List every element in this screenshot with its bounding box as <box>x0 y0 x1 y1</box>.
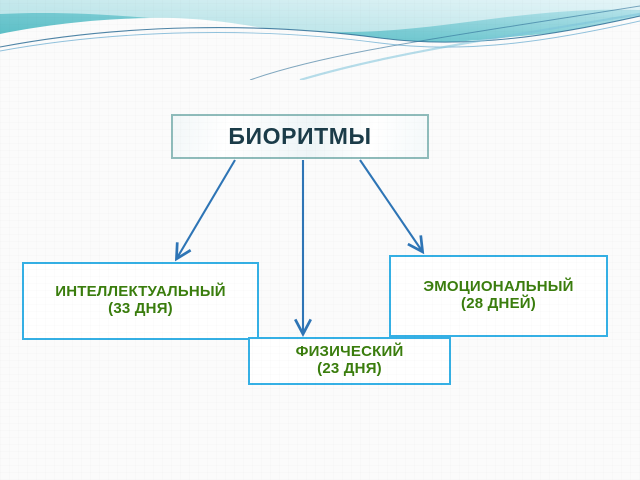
node-emotional[interactable]: ЭМОЦИОНАЛЬНЫЙ (28 ДНЕЙ) <box>389 255 608 337</box>
node-intellectual[interactable]: ИНТЕЛЛЕКТУАЛЬНЫЙ (33 ДНЯ) <box>22 262 259 340</box>
node-physical-label: ФИЗИЧЕСКИЙ <box>295 343 404 361</box>
node-physical-period: (23 ДНЯ) <box>317 360 382 377</box>
arrow-to-intellectual <box>174 159 236 262</box>
node-emotional-period: (28 ДНЕЙ) <box>461 295 536 312</box>
node-bioritmy-label: БИОРИТМЫ <box>228 123 372 149</box>
decorative-wave-banner <box>0 0 640 80</box>
arrow-to-emotional <box>359 159 425 255</box>
node-intellectual-period: (33 ДНЯ) <box>108 300 173 317</box>
node-physical[interactable]: ФИЗИЧЕСКИЙ (23 ДНЯ) <box>248 337 451 385</box>
node-bioritmy[interactable]: БИОРИТМЫ <box>171 114 429 159</box>
node-intellectual-label: ИНТЕЛЛЕКТУАЛЬНЫЙ <box>55 283 226 301</box>
node-emotional-label: ЭМОЦИОНАЛЬНЫЙ <box>423 278 574 296</box>
